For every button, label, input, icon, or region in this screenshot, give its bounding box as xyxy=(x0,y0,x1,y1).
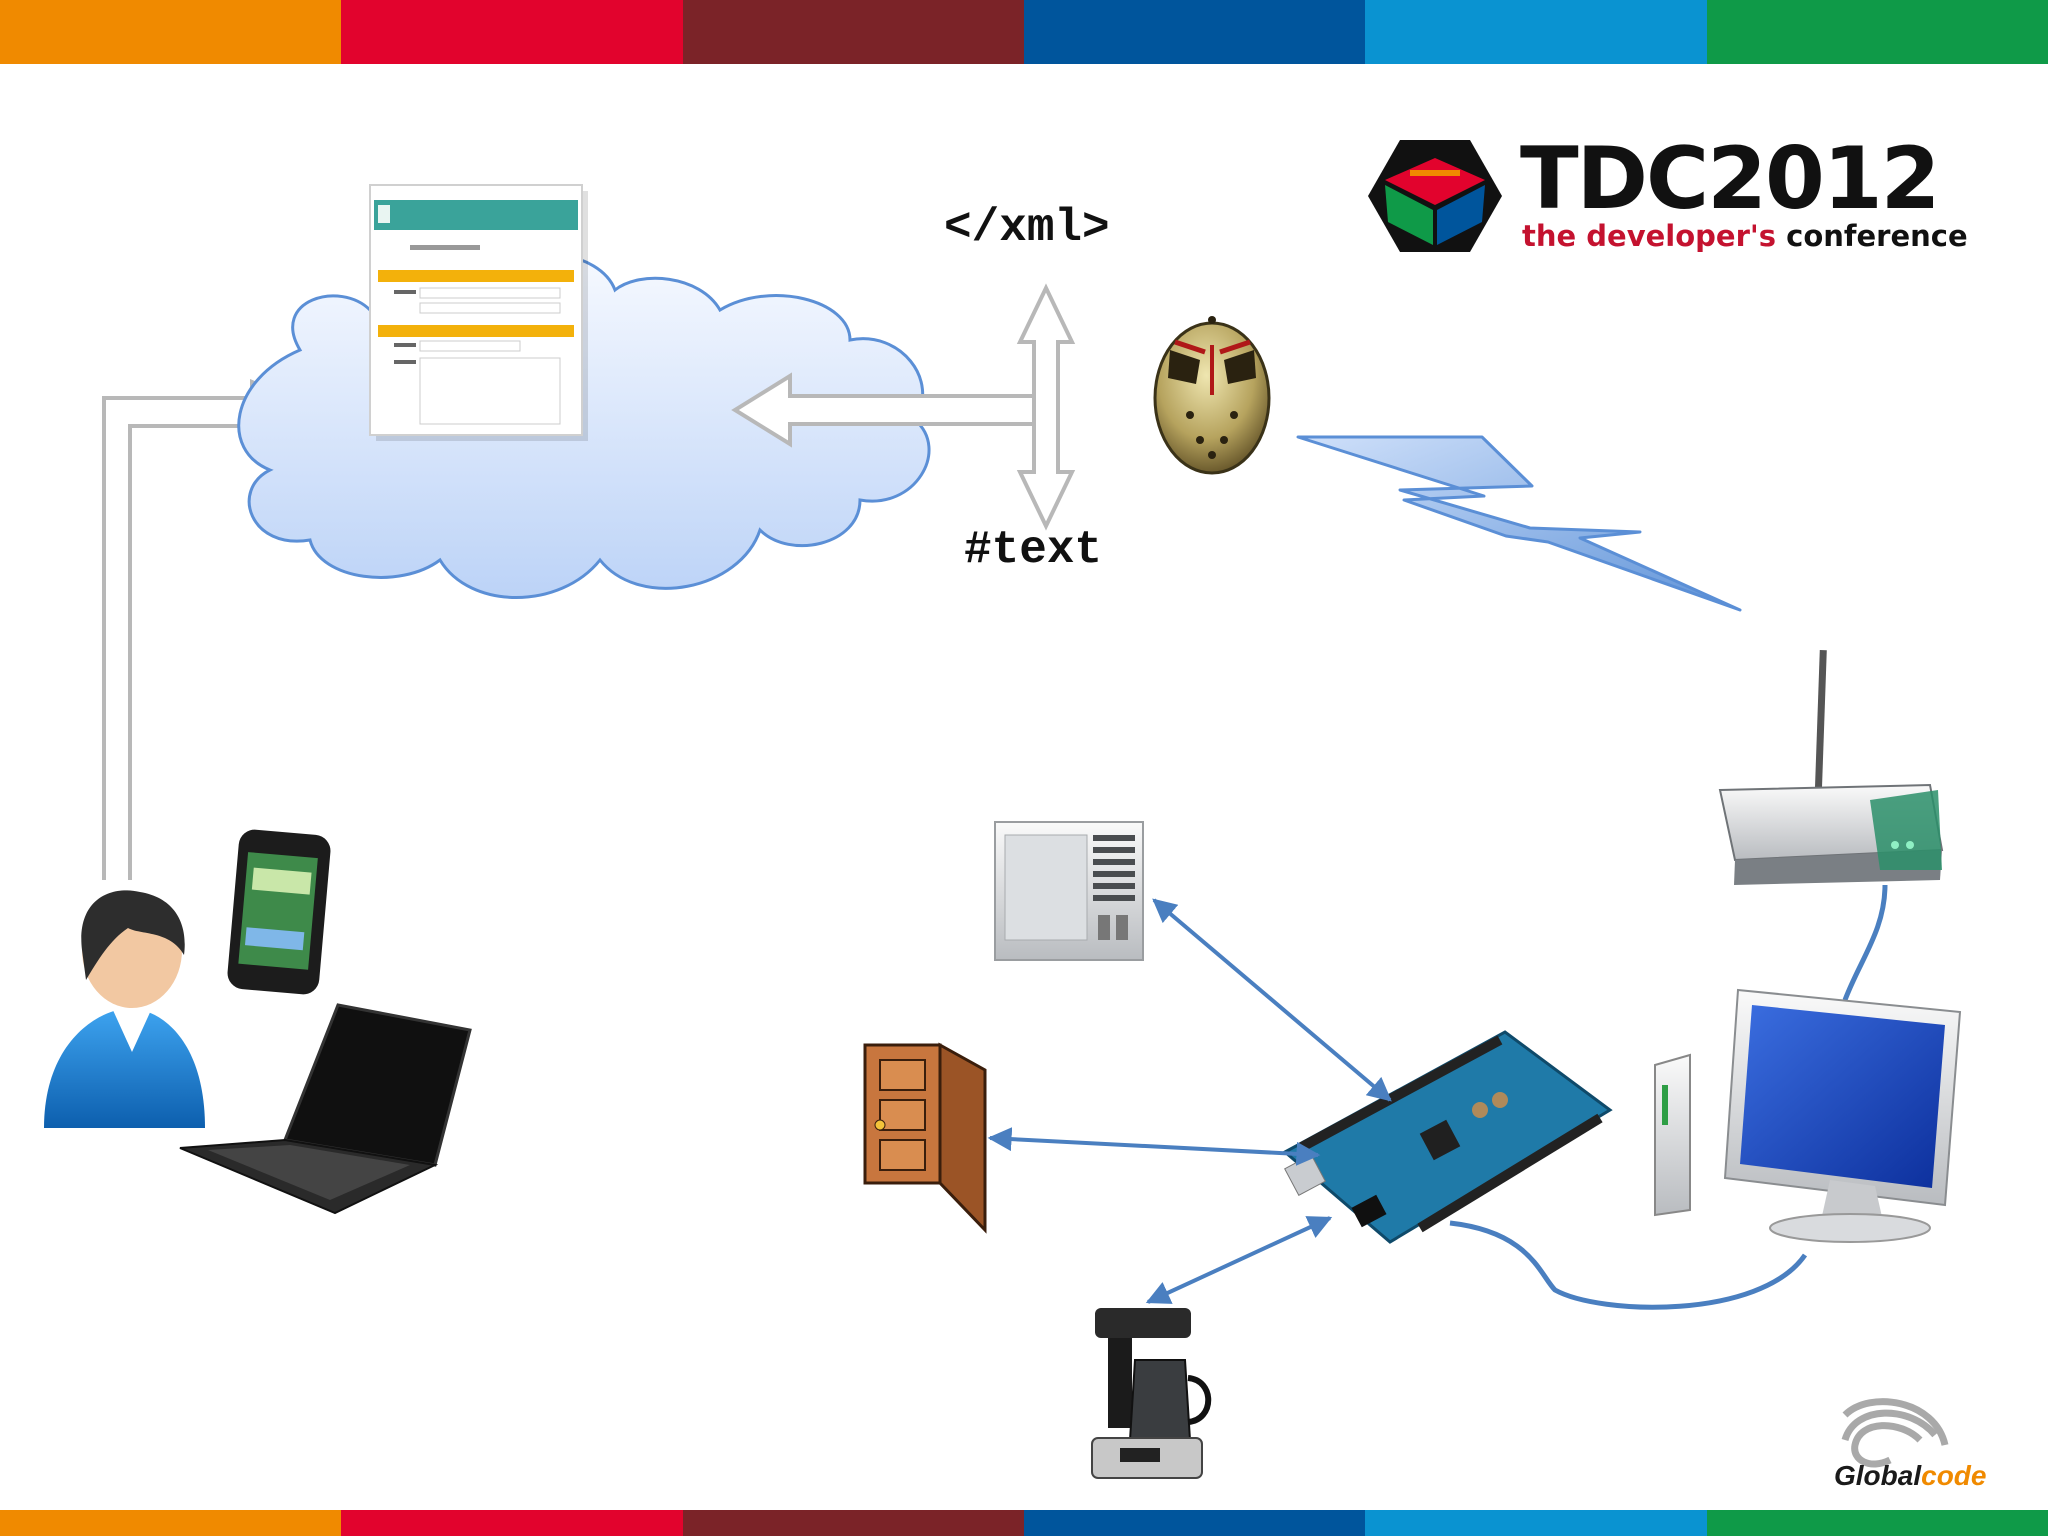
data-to-cloud-arrow xyxy=(731,372,1038,448)
arduino-ac-link xyxy=(1152,898,1392,1102)
air-conditioner-icon xyxy=(994,821,1144,961)
bottom-color-stripe xyxy=(0,1510,2048,1536)
globalcode-swirl-icon xyxy=(1841,1398,1949,1468)
logo-tagline: the developer's conference xyxy=(1522,222,1968,251)
lightning-bolt-icon xyxy=(1296,435,1742,612)
web-form-window-icon xyxy=(369,184,588,441)
stripe-segment xyxy=(1365,0,1707,64)
logo-tagline-a: the developer's xyxy=(1522,219,1777,253)
top-color-stripe xyxy=(0,0,2048,64)
logo-title: TDC2012 xyxy=(1520,129,1941,229)
smartphone-icon xyxy=(227,829,331,995)
stripe-segment xyxy=(1023,1510,1366,1536)
arduino-board-icon xyxy=(1282,1030,1613,1244)
stripe-segment xyxy=(1023,0,1366,64)
hockey-mask-icon xyxy=(1153,316,1271,475)
stripe-segment xyxy=(1706,1510,2048,1536)
router-computer-cable xyxy=(1842,884,1888,1001)
text-label: #text xyxy=(964,524,1103,576)
globalcode-logo: Globalcode xyxy=(1818,1398,2018,1498)
coffee-maker-icon xyxy=(1091,1308,1212,1479)
logo-tagline-b: conference xyxy=(1786,219,1968,253)
tdc-logo: TDC2012 the developer's conference xyxy=(1362,129,1968,262)
arduino-computer-cable xyxy=(1449,1220,1808,1310)
desktop-computer-icon xyxy=(1654,988,1962,1243)
tdc-cube-icon xyxy=(1368,140,1502,252)
stripe-segment xyxy=(682,0,1024,64)
door-icon xyxy=(863,1042,987,1234)
stripe-segment xyxy=(341,0,683,64)
globalcode-wordmark: Globalcode xyxy=(1834,1460,1986,1492)
user-avatar-icon xyxy=(44,890,205,1128)
arduino-coffee-link xyxy=(1145,1216,1333,1304)
xml-text-double-arrow xyxy=(1016,283,1076,531)
globalcode-word-a: Global xyxy=(1834,1460,1922,1491)
stripe-segment xyxy=(341,1510,683,1536)
arduino-door-link xyxy=(987,1127,1321,1166)
stripe-segment xyxy=(1706,0,2048,64)
xml-label: </xml> xyxy=(944,202,1110,254)
laptop-icon xyxy=(179,1003,472,1215)
stripe-segment xyxy=(0,0,342,64)
user-to-cloud-arrow xyxy=(102,396,260,880)
stripe-segment xyxy=(682,1510,1024,1536)
globalcode-word-b: code xyxy=(1921,1460,1987,1491)
stripe-segment xyxy=(1365,1510,1707,1536)
wifi-router-icon xyxy=(1718,649,1944,885)
stripe-segment xyxy=(0,1510,342,1536)
